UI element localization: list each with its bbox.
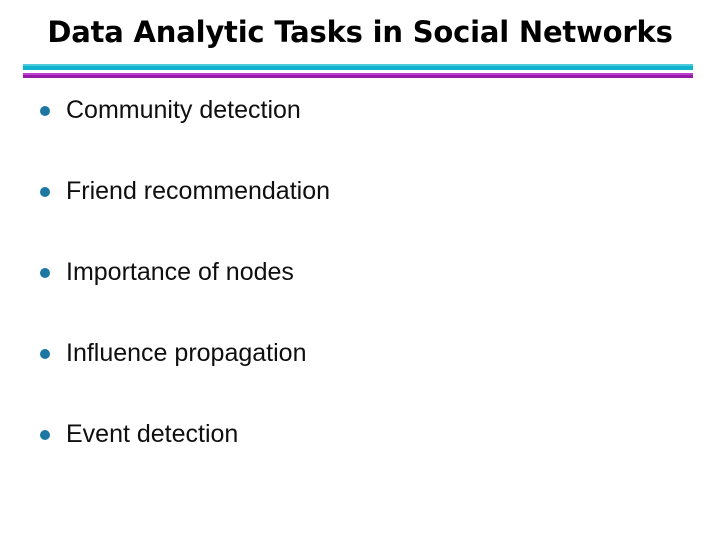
bullet-dot-icon — [40, 268, 50, 278]
divider-rule-magenta — [23, 75, 693, 78]
title-divider — [23, 64, 693, 78]
slide-title-area: Data Analytic Tasks in Social Networks — [0, 14, 720, 50]
bullet-dot-icon — [40, 187, 50, 197]
list-item: Influence propagation — [40, 337, 690, 418]
list-item: Event detection — [40, 418, 690, 499]
bullet-dot-icon — [40, 349, 50, 359]
bullet-dot-icon — [40, 106, 50, 116]
page-title: Data Analytic Tasks in Social Networks — [47, 15, 673, 49]
bullet-item-label: Event detection — [66, 420, 239, 448]
bullet-item-label: Importance of nodes — [66, 258, 294, 286]
bullet-list: Community detection Friend recommendatio… — [40, 94, 690, 499]
bullet-item-label: Community detection — [66, 96, 301, 124]
list-item: Importance of nodes — [40, 256, 690, 337]
list-item: Friend recommendation — [40, 175, 690, 256]
divider-rule-cyan — [23, 66, 693, 70]
list-item: Community detection — [40, 94, 690, 175]
divider-rule-magenta-light — [23, 73, 693, 75]
bullet-dot-icon — [40, 430, 50, 440]
bullet-item-label: Influence propagation — [66, 339, 307, 367]
divider-rule-gap — [23, 70, 693, 73]
bullet-item-label: Friend recommendation — [66, 177, 331, 205]
divider-rule-cyan-light — [23, 64, 693, 66]
